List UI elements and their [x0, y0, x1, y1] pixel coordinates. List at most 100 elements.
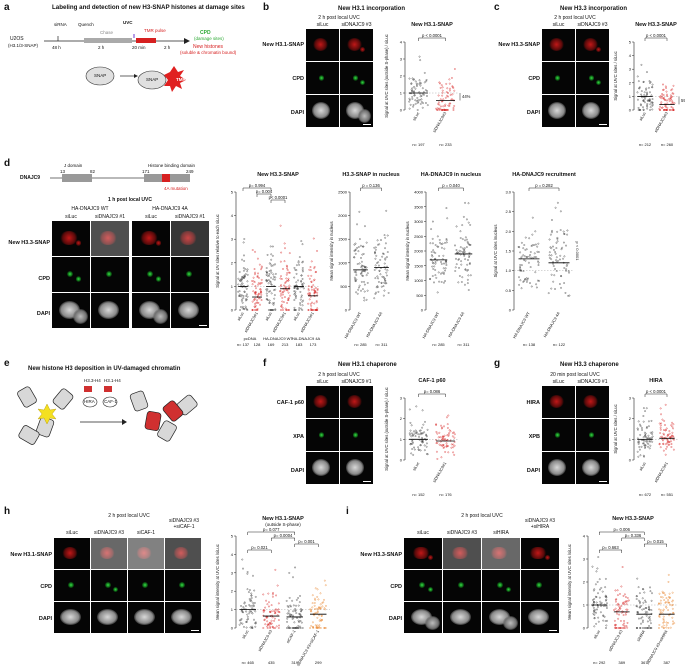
- data-point: [295, 604, 297, 607]
- data-point: [310, 307, 313, 310]
- data-point: [664, 105, 667, 107]
- data-point: [373, 297, 376, 300]
- data-point: [262, 593, 265, 596]
- data-point: [530, 256, 533, 259]
- data-point: [312, 284, 315, 287]
- data-point: [299, 627, 302, 629]
- data-point: [666, 439, 669, 442]
- data-point: [661, 435, 663, 438]
- data-point: [658, 443, 661, 446]
- data-point: [365, 298, 368, 301]
- y-tick-label: 0: [629, 458, 632, 463]
- panel-g-condition: 20 min post local UVC: [550, 372, 600, 378]
- data-point: [245, 621, 247, 623]
- data-point: [376, 286, 379, 289]
- panel-h-letter: h: [4, 506, 11, 517]
- data-point: [409, 421, 412, 424]
- data-point: [309, 295, 312, 298]
- data-point: [662, 609, 665, 612]
- data-point: [314, 597, 316, 600]
- p-value-label: p < 0.0001: [575, 241, 580, 261]
- data-point: [246, 588, 249, 591]
- data-point: [638, 606, 641, 609]
- data-point: [414, 435, 417, 437]
- micrograph: [54, 570, 90, 601]
- data-point: [519, 279, 522, 282]
- data-point: [253, 589, 256, 592]
- data-point: [650, 419, 653, 422]
- panel-a-title: Labeling and detection of new H3-SNAP hi…: [52, 4, 245, 11]
- data-point: [374, 246, 377, 249]
- data-point: [670, 443, 673, 445]
- y-tick-label: 0: [400, 458, 403, 463]
- data-point: [262, 627, 265, 629]
- data-point: [266, 625, 269, 628]
- data-point: [524, 278, 526, 281]
- data-point: [409, 103, 412, 106]
- data-point: [283, 284, 285, 287]
- panel-i-letter: i: [346, 506, 349, 517]
- x-tick-label: HA-DNAJC9 WT: [343, 311, 362, 340]
- data-point: [242, 295, 245, 297]
- data-point: [254, 610, 257, 613]
- data-point: [436, 235, 439, 238]
- data-point: [285, 309, 287, 311]
- data-point: [414, 87, 417, 90]
- data-point: [294, 309, 297, 311]
- data-point: [381, 275, 384, 278]
- data-point: [260, 281, 263, 284]
- y-tick-label: 3: [400, 57, 403, 62]
- data-point: [299, 620, 302, 622]
- y-tick-label: 4000: [414, 190, 424, 195]
- data-point: [557, 259, 559, 262]
- data-point: [468, 254, 471, 257]
- data-point: [273, 301, 275, 304]
- data-point: [283, 289, 286, 292]
- data-point: [382, 285, 385, 288]
- data-point: [642, 80, 645, 83]
- data-point: [537, 242, 540, 245]
- data-point: [380, 239, 382, 241]
- data-point: [281, 300, 284, 303]
- data-point: [440, 84, 443, 87]
- data-point: [435, 423, 437, 426]
- data-point: [241, 282, 244, 285]
- data-point: [413, 448, 416, 451]
- micrograph: [482, 602, 520, 633]
- data-point: [275, 594, 277, 597]
- data-point: [520, 287, 523, 290]
- data-point: [286, 265, 288, 268]
- micrograph: [306, 29, 339, 61]
- data-point: [419, 449, 422, 452]
- p-value-bracket: [644, 37, 668, 41]
- data-point: [245, 298, 247, 301]
- data-point: [288, 284, 291, 287]
- data-point: [550, 258, 553, 261]
- data-point: [279, 285, 282, 288]
- x-tick-label: HA-DNAJC9 4A: [365, 311, 384, 338]
- panel-h-col-4: siDNAJC9 #3 +siCAF-1: [168, 518, 199, 530]
- data-point: [591, 565, 594, 568]
- data-point: [268, 299, 271, 302]
- data-point: [384, 257, 387, 260]
- data-point: [281, 306, 284, 309]
- data-point: [639, 423, 641, 426]
- caf1-label: CAF-1: [104, 399, 118, 404]
- data-point: [447, 92, 449, 94]
- data-point: [553, 248, 555, 251]
- data-point: [528, 255, 531, 258]
- data-point: [524, 278, 527, 281]
- panel-h-row-2: CPD: [40, 584, 52, 590]
- data-point: [419, 59, 422, 62]
- data-point: [668, 592, 671, 595]
- data-point: [243, 625, 245, 628]
- data-point: [640, 63, 643, 66]
- data-point: [254, 621, 257, 624]
- data-point: [643, 101, 646, 104]
- data-point: [615, 600, 617, 603]
- data-point: [593, 598, 596, 600]
- data-point: [444, 280, 446, 282]
- data-point: [649, 103, 652, 106]
- y-tick-label: 1: [629, 437, 632, 442]
